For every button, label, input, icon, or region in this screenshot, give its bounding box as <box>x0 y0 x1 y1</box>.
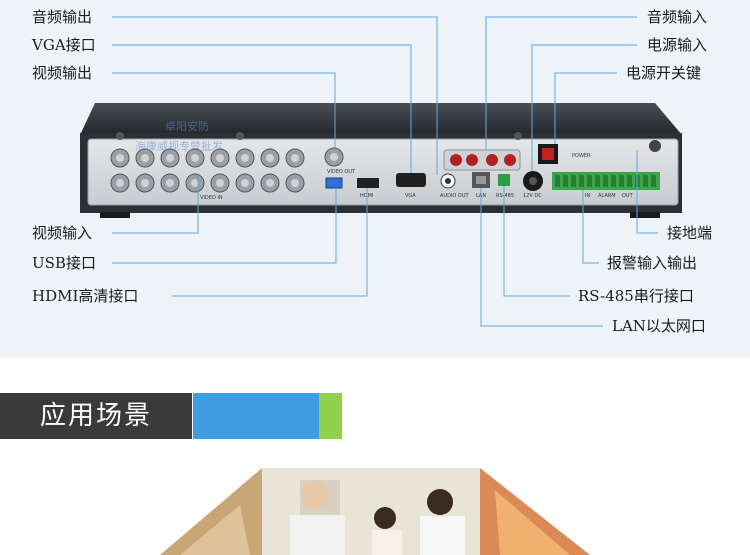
panel-text-video-in: VIDEO IN <box>200 195 223 201</box>
label-power-in: 电源输入 <box>647 36 708 54</box>
watermark-line2: 海康威视专营批发 <box>135 139 223 153</box>
section-title: 应用场景 <box>0 393 192 439</box>
panel-text-out: OUT <box>622 193 634 199</box>
label-audio-in: 音频输入 <box>647 8 708 26</box>
dvr-device-illustration: VIDEO IN VIDEO OUT VGA AUDIO OUT LAN RS-… <box>80 103 682 218</box>
callout-line-audio-out <box>112 16 438 175</box>
section-accent-blue <box>193 393 319 439</box>
callout-line-video-out <box>112 72 336 148</box>
label-audio-out: 音频输出 <box>32 8 93 26</box>
label-power-switch: 电源开关键 <box>626 64 702 82</box>
callout-line-audio-in <box>485 16 637 150</box>
video-in-bnc-group <box>110 148 305 193</box>
label-ground: 接地端 <box>667 224 713 242</box>
label-rs485: RS-485串行接口 <box>578 287 694 305</box>
callout-line-lan <box>480 188 603 327</box>
panel-text-vga: VGA <box>405 193 416 199</box>
panel-text-video-out: VIDEO OUT <box>327 169 356 175</box>
callout-line-video-in <box>112 175 199 234</box>
label-vga: VGA接口 <box>32 36 96 54</box>
section-accent-green <box>319 393 342 439</box>
section-header: 应用场景 <box>0 393 750 439</box>
callout-line-alarm <box>582 190 599 264</box>
panel-text-in: IN <box>585 193 590 199</box>
application-scene-photo <box>160 468 590 555</box>
callout-line-rs485 <box>503 186 570 297</box>
panel-text-audio-out: AUDIO OUT <box>440 193 470 199</box>
callout-line-power-in <box>531 44 637 171</box>
callout-line-ground <box>636 150 658 234</box>
panel-text-rs485: RS-485 <box>496 193 514 199</box>
panel-text-power: POWER <box>572 153 591 159</box>
label-alarm-io: 报警输入输出 <box>607 254 698 272</box>
label-video-out: 视频输出 <box>32 64 93 82</box>
panel-text-alarm: ALARM <box>598 193 616 199</box>
product-diagram: VIDEO IN VIDEO OUT VGA AUDIO OUT LAN RS-… <box>0 0 750 358</box>
panel-text-power-dc: 12V DC <box>523 193 542 199</box>
label-lan: LAN以太网口 <box>612 317 706 335</box>
label-video-in: 视频输入 <box>32 224 93 242</box>
callout-lines <box>112 16 658 327</box>
callout-line-vga <box>112 44 412 173</box>
label-hdmi: HDMI高清接口 <box>32 287 139 305</box>
callout-line-hdmi <box>172 188 368 297</box>
label-usb: USB接口 <box>32 254 96 272</box>
watermark-line1: 卓阳安防 <box>165 119 209 133</box>
callout-line-power-switch <box>554 72 617 144</box>
callout-line-usb <box>112 188 337 264</box>
